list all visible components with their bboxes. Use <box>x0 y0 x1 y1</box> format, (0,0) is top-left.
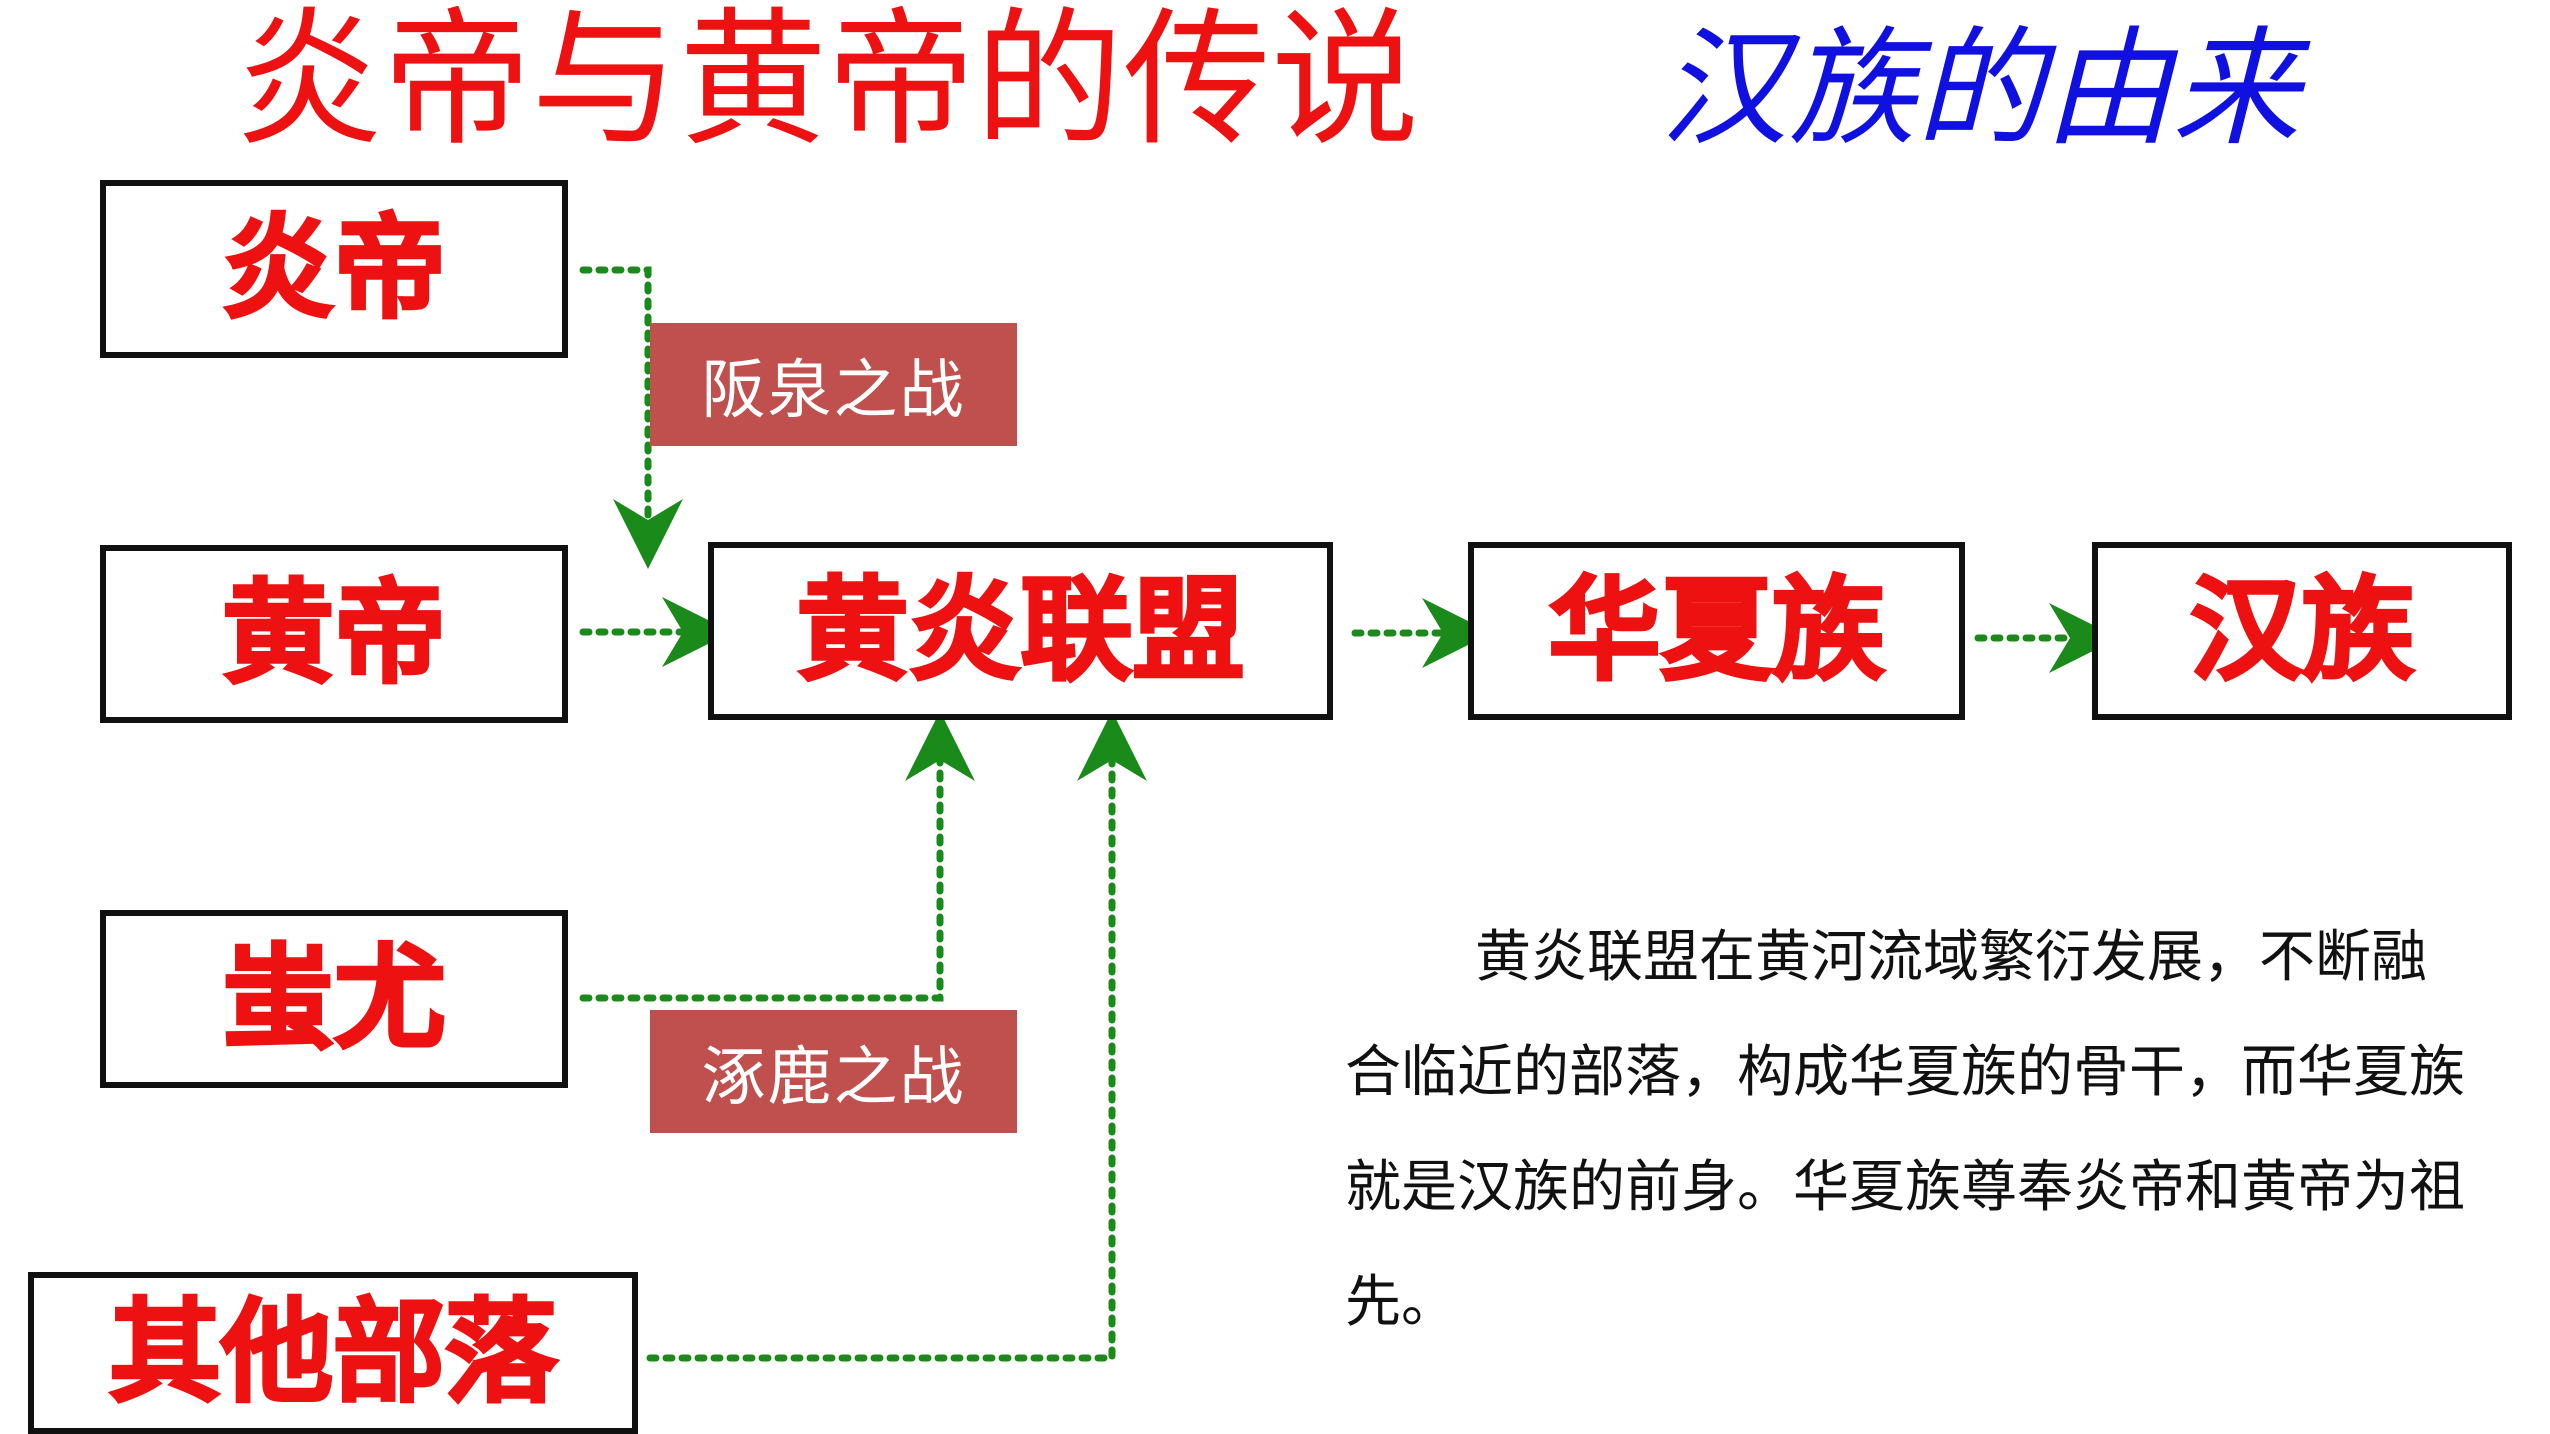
node-alliance: 黄炎联盟 <box>708 542 1333 720</box>
node-han-label: 汉族 <box>2189 566 2416 696</box>
description-paragraph: 黄炎联盟在黄河流域繁衍发展，不断融合临近的部落，构成华夏族的骨干，而华夏族就是汉… <box>1345 925 2465 1335</box>
node-alliance-label: 黄炎联盟 <box>795 566 1246 696</box>
node-others-label: 其他部落 <box>108 1288 559 1418</box>
node-chiyou-label: 蚩尤 <box>221 934 448 1064</box>
page-title: 炎帝与黄帝的传说 <box>235 0 1419 166</box>
connector-yandi-to-huangdi <box>579 266 683 569</box>
connector-others-to-alliance <box>646 711 1147 1362</box>
connector-chiyou-to-alliance <box>579 711 975 1002</box>
battle-banquan: 阪泉之战 <box>650 323 1017 446</box>
battle-zhuolu-label: 涿鹿之战 <box>701 1040 966 1115</box>
node-huaxia-label: 华夏族 <box>1547 566 1886 696</box>
node-yandi-label: 炎帝 <box>221 204 448 334</box>
node-yandi: 炎帝 <box>100 180 568 358</box>
node-han: 汉族 <box>2092 542 2512 720</box>
node-huaxia: 华夏族 <box>1468 542 1965 720</box>
node-huangdi-label: 黄帝 <box>221 569 448 699</box>
page-subtitle: 汉族的由来 <box>1660 15 2301 164</box>
battle-zhuolu: 涿鹿之战 <box>650 1010 1017 1133</box>
node-others: 其他部落 <box>28 1272 638 1434</box>
battle-banquan-label: 阪泉之战 <box>701 353 966 428</box>
node-huangdi: 黄帝 <box>100 545 568 723</box>
node-chiyou: 蚩尤 <box>100 910 568 1088</box>
